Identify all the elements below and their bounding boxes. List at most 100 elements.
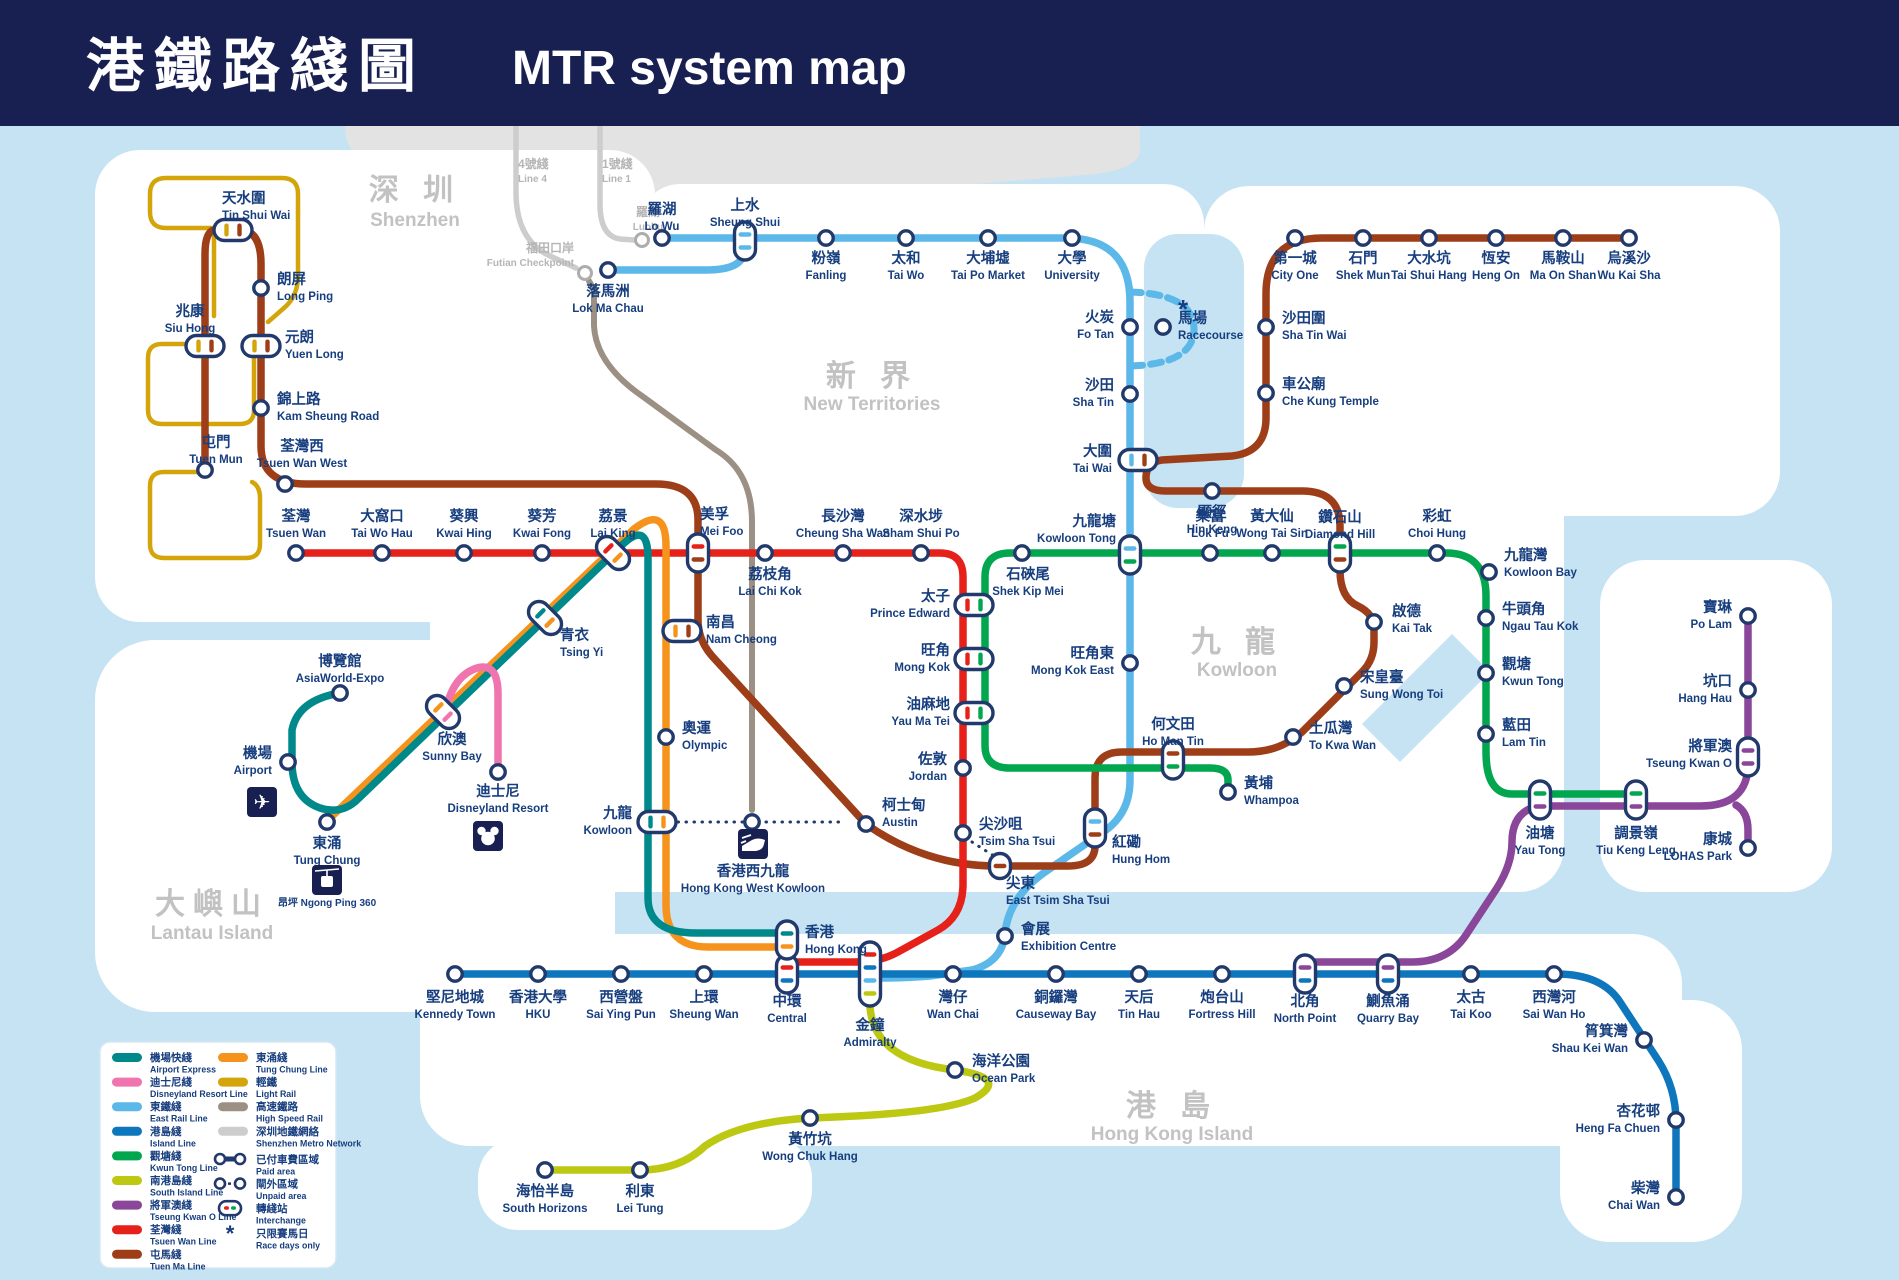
station-name-zh: 元朗: [285, 328, 314, 346]
station-name-zh: 沙田: [1085, 377, 1114, 394]
tick-tcl: [544, 617, 555, 628]
interchange-ticks: [1741, 748, 1755, 766]
station-name-en: Olympic: [682, 740, 728, 752]
station-name-en: Tsuen Wan: [266, 528, 326, 540]
station-dot: [1480, 563, 1498, 581]
tick-tml: [237, 223, 242, 237]
station-name-en: Tiu Keng Leng: [1596, 845, 1676, 857]
station-name-en: Tai Shui Hang: [1391, 270, 1467, 282]
tick-twl: [603, 543, 614, 554]
station-name-zh: 天水圍: [222, 189, 266, 207]
pair-dot: [233, 1152, 247, 1166]
station-to-kwa-wan: 土瓜灣 To Kwa Wan: [1284, 719, 1376, 752]
interchange-ticks: [1533, 791, 1547, 809]
tick-ktl: [1333, 544, 1347, 549]
station-dot: [1130, 965, 1148, 983]
tick-tko: [1741, 761, 1755, 766]
tick-tml: [209, 339, 214, 353]
train-icon: [738, 829, 768, 859]
station-dot: [1545, 965, 1563, 983]
station-name-en: Racecourse: [1178, 330, 1243, 342]
tick-ktl: [1166, 764, 1180, 769]
line-ael: [288, 531, 781, 937]
station-name-zh: 西營盤: [599, 988, 643, 1006]
interchange-ticks: [1166, 751, 1180, 769]
station-name-en: Sha Tin Wai: [1282, 330, 1347, 342]
interchange-ticks: [863, 952, 877, 996]
station-name-en: Sung Wong Toi: [1360, 689, 1443, 701]
interchange-ticks: [1381, 965, 1395, 983]
interchange-capsule: [594, 534, 632, 572]
station-dot: [912, 544, 930, 562]
station-name-zh: 筲箕灣: [1585, 1022, 1629, 1040]
station-name-zh: 烏溪沙: [1607, 249, 1651, 267]
station-name-zh: 黃大仙: [1250, 507, 1294, 525]
station-name-en: Siu Hong: [165, 323, 215, 335]
station-name-en: Airport: [234, 765, 273, 777]
station-name-en: Tsuen Wan West: [257, 458, 348, 470]
station-name-zh: 青衣: [560, 626, 589, 644]
mickey-icon: [473, 821, 503, 851]
pair-dot: [213, 1177, 227, 1190]
station-name-zh: 大水坑: [1407, 249, 1451, 267]
tick-tml: [1166, 751, 1180, 756]
interchange-capsule: [774, 919, 800, 961]
station-dot: [373, 544, 391, 562]
tick-ktl: [1533, 791, 1547, 796]
station-name-zh: 博覽館: [318, 652, 362, 670]
station-name-zh: 旺角: [921, 641, 950, 659]
station-dot: [1462, 965, 1480, 983]
legend-swatch-tko: [112, 1200, 142, 1210]
station-dot: [1213, 965, 1231, 983]
station-dot: [252, 399, 270, 417]
station-name-en: Admiralty: [843, 1037, 897, 1049]
legend-en: Tseung Kwan O Line: [150, 1212, 236, 1222]
tick-twl: [863, 952, 877, 957]
region-label-zh: 深 圳: [369, 174, 461, 207]
plane-glyph: ✈: [254, 792, 271, 814]
mickey-ear: [490, 826, 499, 836]
station-name-en: Lok Fu: [1191, 528, 1229, 540]
shenzhen-label-en: Line 4: [518, 174, 547, 185]
station-name-en: Wong Chuk Hang: [762, 1151, 858, 1163]
station-name-zh: 香港大學: [509, 988, 567, 1006]
station-name-en: Kam Sheung Road: [277, 411, 379, 423]
station-dot: [1047, 965, 1065, 983]
interchange-ticks: [252, 339, 270, 353]
interchange-capsule: [1082, 807, 1108, 849]
station-name-en: Prince Edward: [870, 608, 950, 620]
station-name-en: Ma On Shan: [1530, 270, 1596, 282]
interchange-ticks: [433, 702, 453, 722]
station-dot: [533, 544, 551, 562]
interchange-capsule: [1623, 779, 1649, 821]
shenzhen-label-zh: 羅湖: [636, 204, 660, 219]
station-name-zh: 土瓜灣: [1309, 719, 1353, 737]
station-name-en: Sha Tin: [1073, 397, 1114, 409]
station-dot: [954, 824, 972, 842]
station-name-en: To Kwa Wan: [1309, 740, 1376, 752]
tick-isl: [1298, 978, 1312, 983]
legend-swatch-hsr: [218, 1102, 248, 1112]
station-dot: [1739, 839, 1757, 857]
station-name-zh: 鑽石山: [1318, 508, 1362, 526]
station-name-zh: 荔枝角: [747, 565, 792, 583]
racecourse-loop: [1126, 288, 1198, 370]
station-name-zh: 顯徑: [1198, 503, 1227, 521]
station-name-zh: 東涌: [313, 834, 342, 852]
